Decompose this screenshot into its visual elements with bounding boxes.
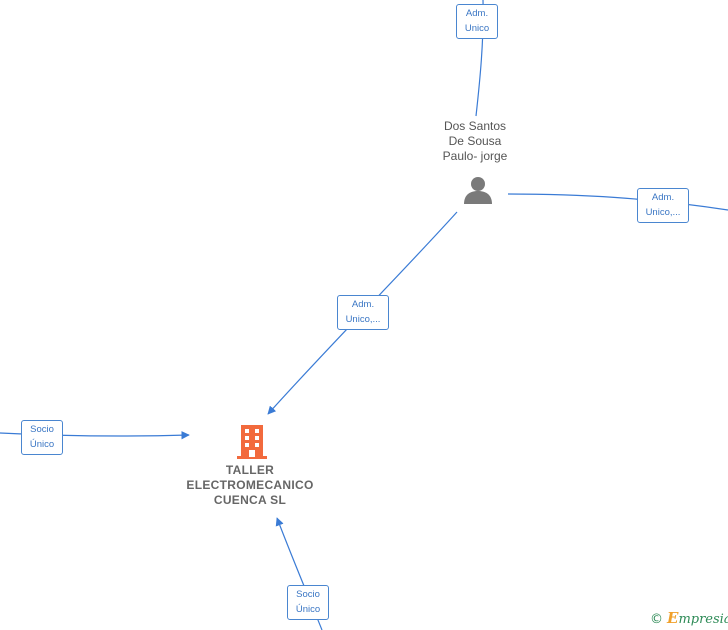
edge-right <box>507 193 728 211</box>
person-name[interactable]: Dos Santos De Sousa Paulo- jorge <box>442 119 508 163</box>
edge-label-bottom[interactable]: Socio Único <box>287 585 329 620</box>
edge-bottom <box>275 517 323 630</box>
company-name[interactable]: TALLER ELECTROMECANICO CUENCA SL <box>186 463 314 507</box>
brand-initial: E <box>667 609 679 627</box>
edge-label-middle[interactable]: Adm. Unico,... <box>337 295 389 330</box>
edge-label-left[interactable]: Socio Único <box>21 420 63 455</box>
brand-logo: © Empresia <box>650 609 728 627</box>
person-icon[interactable] <box>462 175 494 205</box>
edge-label-right[interactable]: Adm. Unico,... <box>637 188 689 223</box>
copyright-symbol: © <box>650 612 663 627</box>
building-icon[interactable] <box>236 424 268 460</box>
edge-label-top[interactable]: Adm. Unico <box>456 4 498 39</box>
brand-name: mpresia <box>678 612 728 627</box>
